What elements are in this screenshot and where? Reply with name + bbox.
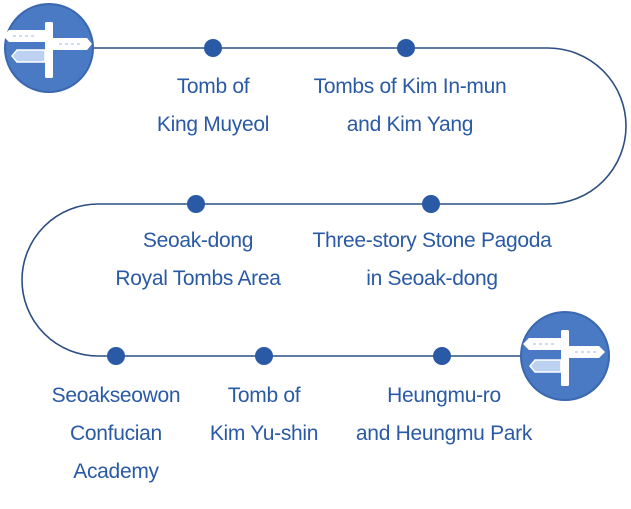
stop-label-line: and Kim Yang [346, 113, 474, 136]
stop-label-line: Three-story Stone Pagoda [312, 229, 552, 252]
stop-label-tomb-of-king-muyeol: Tomb of King Muyeol [156, 68, 270, 144]
stop-label-line: Heungmu-ro [387, 384, 501, 407]
stop-label-line: Confucian [70, 422, 162, 445]
stop-label-line: Tombs of Kim In-mun [313, 75, 507, 98]
stop-label-heungmu-park: Heungmu-ro and Heungmu Park [356, 377, 532, 453]
stop-label-line: and Heungmu Park [355, 422, 533, 445]
route-dots [107, 39, 451, 365]
signpost-icon [520, 311, 610, 401]
stop-label-line: Academy [73, 460, 159, 483]
stop-label-royal-tombs-area: Seoak-dong Royal Tombs Area [115, 222, 281, 298]
stop-label-line: in Seoak-dong [366, 267, 498, 290]
signpost-icon [3, 3, 94, 93]
stop-dot-7 [433, 347, 451, 365]
stop-label-seoakseowon: Seoakseowon Confucian Academy [52, 377, 181, 491]
stop-label-tomb-of-kim-yu-shin: Tomb of Kim Yu-shin [209, 377, 319, 453]
stop-label-line: Seoak-dong [142, 229, 254, 252]
stop-dot-1 [204, 39, 222, 57]
stop-label-line: Tomb of [227, 384, 301, 407]
stop-label-line: Kim Yu-shin [209, 422, 319, 445]
stop-label-line: Tomb of [176, 75, 250, 98]
stop-label-line: Seoakseowon [51, 384, 181, 407]
stop-dot-2 [397, 39, 415, 57]
stop-label-line: Royal Tombs Area [115, 267, 281, 290]
stop-label-line: King Muyeol [156, 113, 270, 136]
stop-dot-6 [255, 347, 273, 365]
stop-dot-5 [107, 347, 125, 365]
stop-dot-3 [422, 195, 440, 213]
stop-label-stone-pagoda: Three-story Stone Pagoda in Seoak-dong [312, 222, 551, 298]
stop-label-tombs-of-kim-in-mun: Tombs of Kim In-mun and Kim Yang [314, 68, 507, 144]
stop-dot-4 [187, 195, 205, 213]
route-path [21, 47, 627, 357]
